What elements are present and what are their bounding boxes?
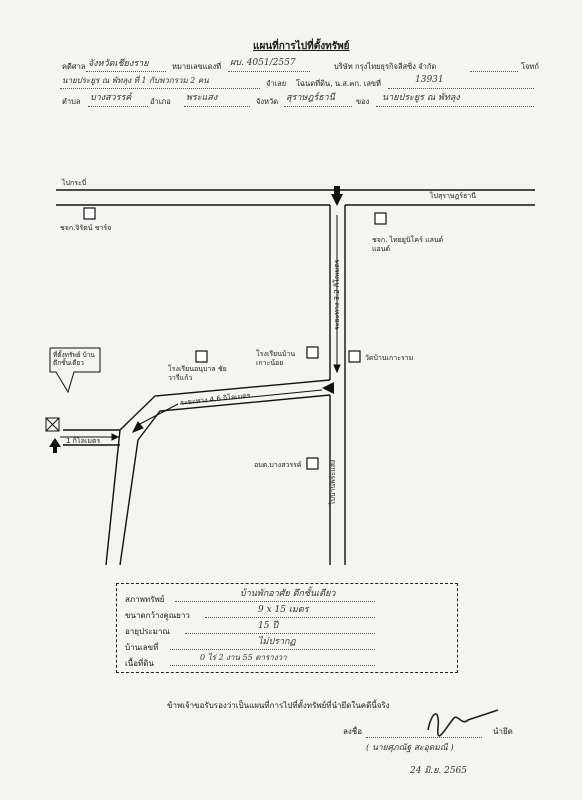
signer-name: ( นายศุภณัฐ สะอุดมณี ): [366, 743, 454, 753]
subdistrict-label: ตำบล: [62, 97, 81, 106]
property-details-box: [116, 583, 458, 673]
landmark-1: ชจก.จิรัตน์ ชาร์จ: [60, 224, 112, 232]
signature-mark: [427, 709, 499, 737]
road-label-vertical: ระยะทาง 3.2 กิโลเมตร: [333, 259, 341, 330]
court-label: คดีศาล: [62, 62, 86, 71]
age-label: อายุประมาณ: [125, 627, 170, 636]
dist-short-label: 1 กิโลเมตร: [66, 437, 101, 445]
area-label: เนื้อที่ดิน: [125, 659, 154, 668]
age-value: 15 ปี: [258, 621, 279, 631]
road-label-bottom: ไปบ้านพระแสง: [329, 459, 337, 505]
property-callout: ที่ตั้งทรัพย์ บ้านตึกชั้นเดียว: [53, 351, 95, 368]
case-no-label: หมายเลขแดงที่: [172, 62, 222, 71]
deed-value: 13931: [415, 75, 444, 85]
subdistrict-value: บางสวรรค์: [90, 93, 132, 103]
type-value: บ้านพักอาศัย ตึกชั้นเดียว: [240, 589, 336, 599]
house-no-value: ไม่ปรากฏ: [258, 637, 296, 647]
province-value: สุราษฎร์ธานี: [286, 93, 335, 103]
size-label: ขนาดกว้างคูณยาว: [125, 611, 190, 620]
deed-label: โฉนดที่ดิน, น.ส.๓ก. เลขที่: [296, 79, 381, 88]
district-value: พระแสง: [186, 93, 218, 103]
defendant-value: นายประยูร ณ พัทลุง ที่ 1 กับพวกรวม 2 คน: [62, 76, 209, 85]
type-label: สภาพทรัพย์: [125, 595, 165, 604]
sign-label: ลงชื่อ: [343, 727, 363, 736]
size-value: 9 x 15 เมตร: [258, 605, 309, 615]
area-value: 0 ไร่ 2 งาน 55 ตารางวา: [200, 653, 287, 662]
landmark-5: โรงเรียนอนุบาล ชัยวารีแก้ว: [168, 365, 227, 383]
house-no-label: บ้านเลขที่: [125, 643, 159, 652]
road-label-top-left: ไปกระบี่: [62, 179, 87, 187]
case-no-value: ผบ. 4051/2557: [230, 58, 296, 68]
owner-value: นายประยูร ณ พัทลุง: [382, 93, 460, 103]
certification-statement: ข้าพเจ้าขอรับรองว่าเป็นแผนที่การไปที่ตั้…: [167, 701, 390, 710]
date-stamp: 24 มิ.ย. 2565: [410, 766, 468, 776]
landmark-4: วัดบ้านเกาะราม: [365, 354, 414, 362]
road-label-top-right: ไปสุราษฎร์ธานี: [430, 192, 476, 200]
district-label: อำเภอ: [150, 97, 171, 106]
province-label: จังหวัด: [256, 97, 279, 106]
plaintiff-role: โจทก์: [521, 62, 539, 71]
landmark-3: โรงเรียนบ้าน เกาะน้อย: [256, 350, 296, 368]
court-value: จังหวัดเชียงราย: [88, 59, 149, 69]
landmark-2: ชจก. ไทยยูนิโคร์ แลนด์แอนด์: [372, 236, 444, 254]
plaintiff-name: บริษัท กรุงไทยธุรกิจลีสซิ่ง จำกัด: [334, 62, 437, 71]
page-title: แผนที่การไปที่ตั้งทรัพย์: [253, 41, 350, 52]
defendant-role: จำเลย: [266, 79, 287, 88]
sign-role: นำยึด: [493, 727, 513, 736]
landmark-6: อบต.บางสวรรค์: [254, 461, 302, 469]
owner-label: ของ: [356, 97, 370, 106]
